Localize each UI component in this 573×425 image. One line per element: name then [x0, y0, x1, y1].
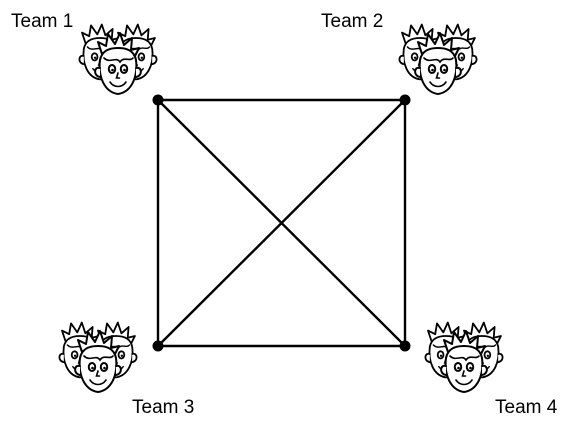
node-t3 — [153, 341, 164, 352]
edges-layer — [158, 100, 405, 346]
team-1-label: Team 1 — [11, 12, 73, 31]
kids-group-icon — [399, 25, 476, 95]
kids-group-icon — [79, 25, 156, 95]
icons-layer — [59, 25, 502, 393]
team-2-label: Team 2 — [321, 12, 383, 31]
kids-group-icon — [59, 323, 136, 393]
node-t2 — [400, 95, 411, 106]
kids-group-icon — [425, 323, 502, 393]
team-3-label: Team 3 — [132, 398, 194, 417]
team-4-label: Team 4 — [495, 398, 557, 417]
node-t4 — [400, 341, 411, 352]
node-t1 — [153, 95, 164, 106]
